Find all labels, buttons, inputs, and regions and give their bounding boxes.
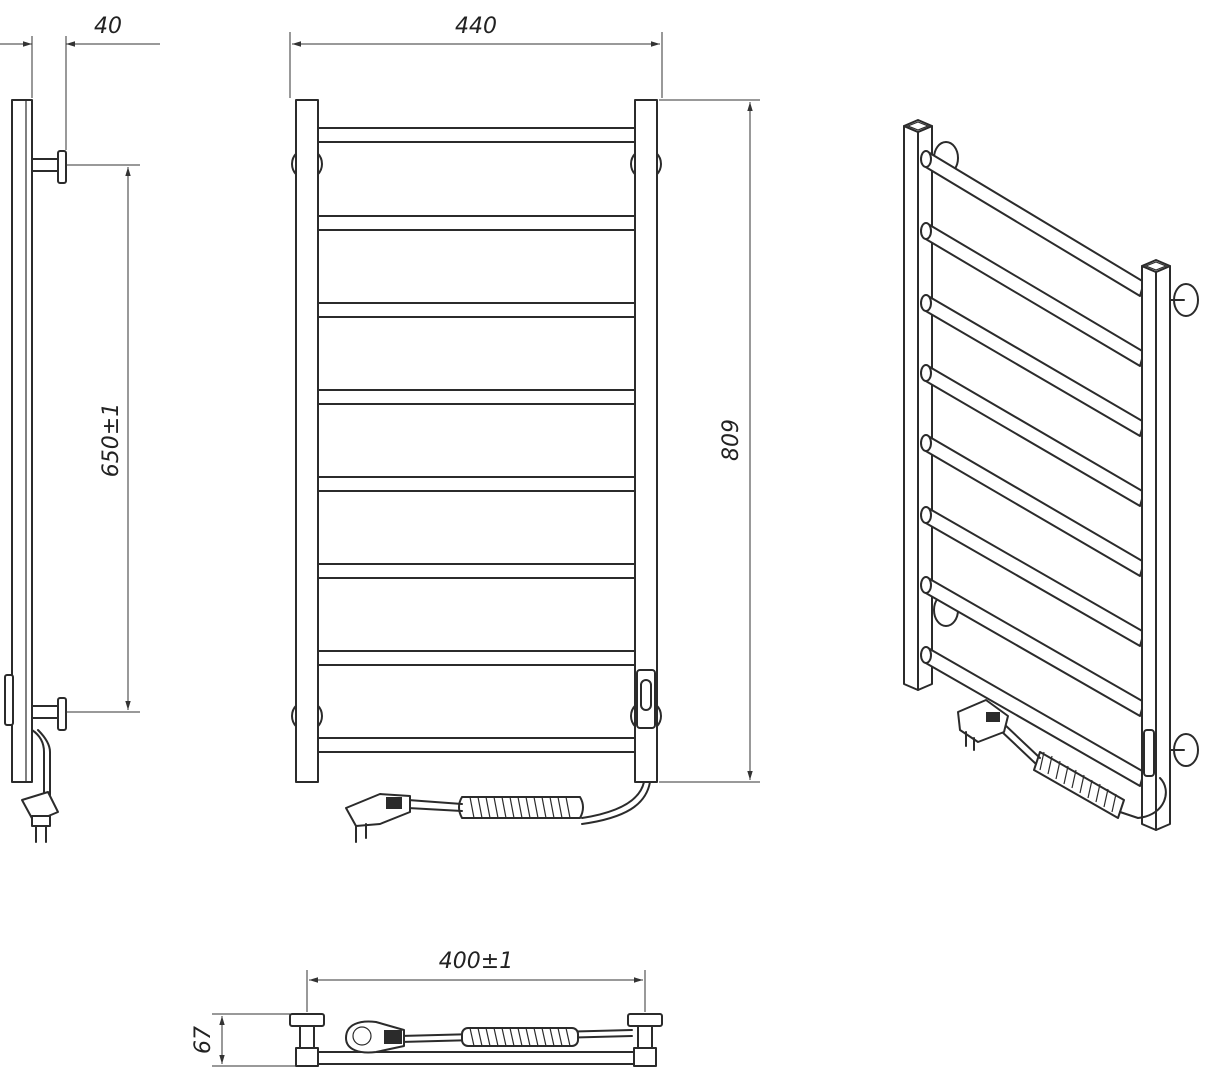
dim-mount-spacing: 650±1 (66, 164, 140, 713)
dim-top-spacing-label: 400±1 (439, 949, 513, 974)
front-bars (317, 127, 636, 753)
dim-total-height: 809 (659, 99, 760, 783)
front-view: 440 809 (289, 14, 760, 843)
iso-bar (920, 434, 1145, 577)
front-bar (317, 563, 636, 579)
front-plug-icon (345, 793, 411, 843)
side-plug-icon (21, 791, 59, 843)
front-cable (581, 781, 645, 819)
dim-side-depth-label: 40 (94, 14, 122, 39)
iso-bar (920, 364, 1145, 507)
side-top-bracket (31, 150, 67, 184)
iso-switch (1143, 729, 1155, 777)
dim-side-depth: 40 (0, 14, 160, 150)
top-right-post (627, 1013, 663, 1067)
iso-cable (1119, 777, 1167, 819)
iso-bars (920, 150, 1145, 787)
front-bar (317, 650, 636, 666)
iso-plug-icon (957, 699, 1009, 751)
front-bar (317, 127, 636, 143)
front-bar (317, 302, 636, 318)
top-left-post (289, 1013, 325, 1067)
iso-bar (920, 150, 1145, 297)
front-bar (317, 389, 636, 405)
isometric-view (903, 119, 1199, 831)
dim-top-depth: 67 (191, 1013, 296, 1067)
iso-left-rail (903, 119, 933, 691)
front-left-rail (295, 99, 319, 783)
side-switch (4, 674, 14, 726)
front-bar (317, 737, 636, 753)
top-view: 400±1 67 (191, 949, 663, 1067)
dim-front-width-label: 440 (455, 14, 497, 39)
dim-top-spacing: 400±1 (306, 949, 646, 1012)
iso-right-rail (1141, 259, 1171, 831)
iso-bar (920, 646, 1145, 787)
iso-bar (920, 506, 1145, 647)
front-switch (636, 669, 656, 729)
front-right-rail (634, 99, 658, 783)
dim-top-depth-label: 67 (191, 1026, 216, 1054)
top-bar (317, 1051, 635, 1065)
iso-bar (920, 294, 1145, 437)
side-cable (31, 729, 45, 796)
iso-bar (920, 576, 1145, 717)
side-bottom-bracket (31, 697, 67, 731)
front-brackets (291, 148, 662, 732)
top-coil (461, 1027, 579, 1047)
front-coil (458, 796, 584, 819)
dim-mount-spacing-label: 650±1 (99, 403, 124, 477)
top-plug-icon (345, 1020, 405, 1054)
front-bar (317, 215, 636, 231)
dim-total-height-label: 809 (719, 419, 744, 461)
front-bar (317, 476, 636, 492)
iso-bar (920, 222, 1145, 367)
side-view: 40 650±1 (0, 14, 160, 843)
dim-front-width: 440 (289, 14, 663, 98)
side-rail (11, 99, 33, 783)
